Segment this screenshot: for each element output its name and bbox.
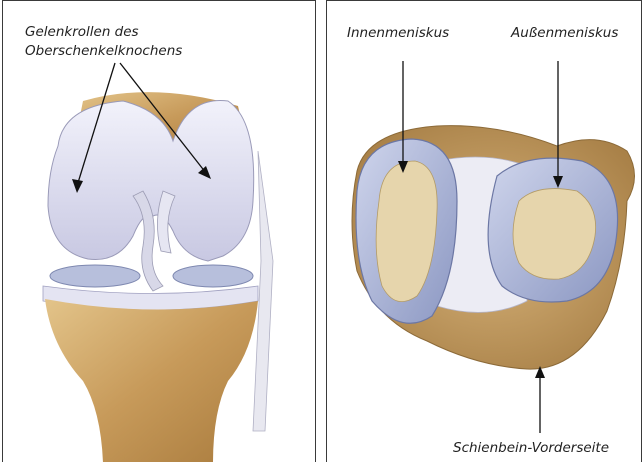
tibia-plateau-illustration [327, 1, 642, 462]
tibia-front-label: Schienbein-Vorderseite [453, 439, 609, 458]
medial-meniscus [50, 265, 140, 287]
inner-meniscus-label: Innenmeniskus [347, 24, 449, 43]
condyles-label-line2: Oberschenkelknochens [25, 42, 182, 61]
condyles-label-line1: Gelenkrollen des [25, 23, 139, 42]
lateral-meniscus [173, 265, 253, 287]
knee-front-illustration [3, 1, 316, 462]
outer-meniscus-label: Außenmeniskus [511, 24, 618, 43]
lateral-plateau [513, 189, 596, 280]
tibia-top-view-panel: Innenmeniskus Außenmeniskus Schienbein-V… [326, 0, 642, 462]
knee-front-view-panel: Gelenkrollen des Oberschenkelknochens [2, 0, 316, 462]
tibia-bone [45, 299, 258, 462]
